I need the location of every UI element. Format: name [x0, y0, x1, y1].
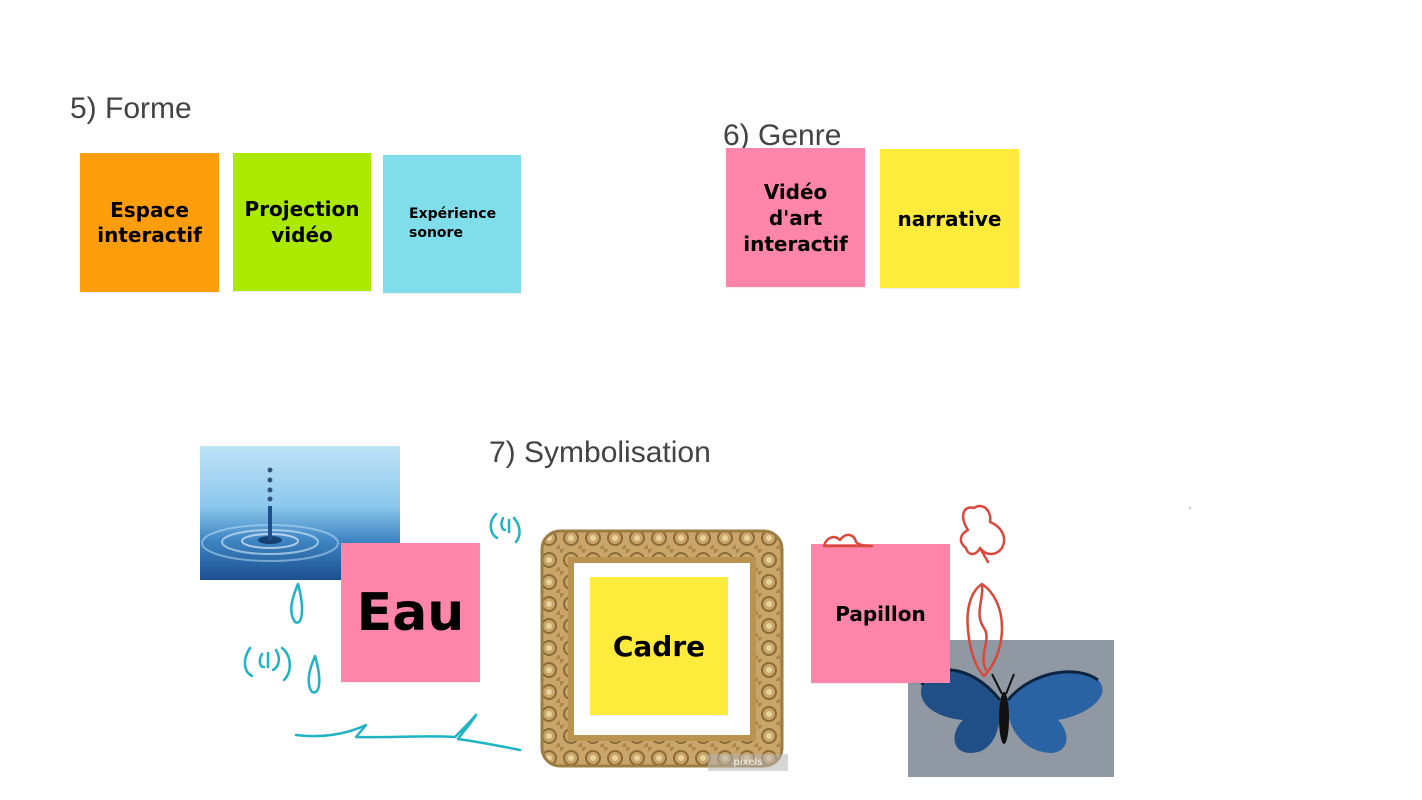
section-title-genre: 6) Genre	[723, 119, 842, 152]
sticky-note-label: Projection vidéo	[244, 197, 360, 247]
teal-drop-doodle	[290, 582, 304, 624]
sticky-note-label: Cadre	[612, 629, 706, 663]
sticky-note-video-art-interactif[interactable]: Vidéo d'art interactif	[726, 148, 865, 287]
sticky-note-projection-video[interactable]: Projection vidéo	[233, 153, 371, 291]
sticky-note-papillon[interactable]: Papillon	[811, 544, 950, 683]
teal-wave-doodle	[489, 512, 521, 544]
sticky-note-eau[interactable]: Eau	[341, 543, 480, 682]
photo-watermark: pixels	[708, 754, 788, 771]
red-butterfly-doodle	[959, 504, 1006, 564]
blue-butterfly-photo[interactable]	[908, 640, 1114, 777]
teal-wave-doodle	[280, 646, 291, 682]
sticky-note-label: Papillon	[835, 601, 926, 626]
teal-wave-doodle	[243, 646, 254, 678]
sticky-note-label: Expérience sonore	[409, 206, 497, 241]
sticky-note-narrative[interactable]: narrative	[880, 149, 1019, 288]
sticky-note-label: narrative	[897, 206, 1002, 231]
teal-wave-doodle	[258, 648, 281, 672]
sticky-note-label: Vidéo d'art interactif	[743, 179, 848, 256]
section-title-forme: 5) Forme	[70, 92, 192, 125]
sticky-note-label: Eau	[356, 582, 465, 643]
sticky-note-label: Espace interactif	[97, 197, 202, 247]
teal-branch-doodle	[294, 713, 522, 752]
sticky-note-espace-interactif[interactable]: Espace interactif	[80, 153, 219, 292]
sticky-note-experience-sonore[interactable]: Expérience sonore	[383, 155, 521, 293]
section-title-symbolisation: 7) Symbolisation	[489, 436, 711, 469]
teal-drop-doodle	[307, 654, 321, 694]
sticky-note-cadre[interactable]: Cadre	[590, 577, 728, 715]
